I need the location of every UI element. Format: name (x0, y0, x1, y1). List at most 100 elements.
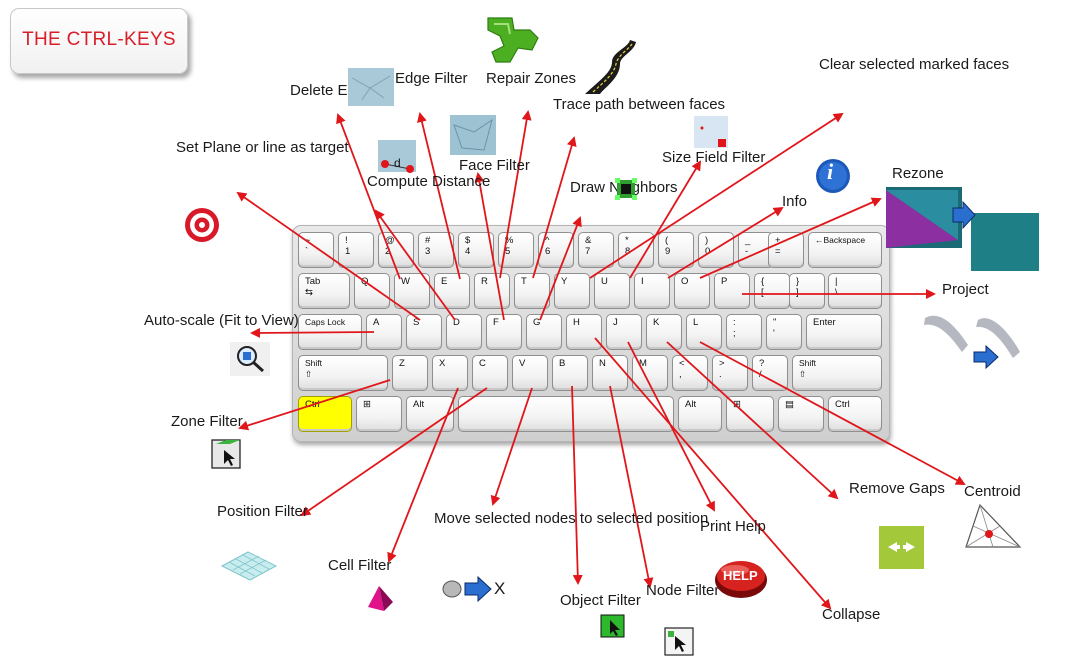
arrow-1 (417, 112, 461, 280)
key-row1-13: ←Backspace (808, 232, 882, 268)
object-filter-icon (600, 614, 625, 638)
label-trace-path: Trace path between faces (553, 96, 726, 113)
info-icon-text: i (827, 159, 834, 184)
key-row2-3: E (434, 273, 470, 309)
arrow-13 (250, 327, 375, 338)
label-repair-zones: Repair Zones (486, 70, 577, 87)
key-row1-10: ) 0 (698, 232, 734, 268)
title-box: THE CTRL-KEYS (10, 8, 188, 74)
key-row3-11: " ' (766, 314, 802, 350)
label-cell-filter: Cell Filter (328, 557, 392, 574)
arrow-3 (532, 136, 577, 279)
key-row2-0: Tab ⇆ (298, 273, 350, 309)
key-row5-5: ⊞ (726, 396, 774, 432)
key-row5-2: Alt (406, 396, 454, 432)
arrow-7 (474, 172, 505, 321)
arrow-18 (571, 385, 583, 585)
label-size-field-filter: Size Field Filter (662, 149, 766, 166)
key-row1-12: + = (768, 232, 804, 268)
key-row1-4: $ 4 (458, 232, 494, 268)
arrow-22 (699, 341, 966, 485)
node-filter-icon (664, 627, 694, 656)
zone-filter-icon (211, 439, 241, 469)
key-row3-8: K (646, 314, 682, 350)
compute-distance-icon-text: d (394, 156, 401, 170)
label-position-filter: Position Filter (217, 503, 308, 520)
key-row1-1: ! 1 (338, 232, 374, 268)
key-row4-2: X (432, 355, 468, 391)
size-field-icon (694, 116, 728, 148)
key-row2-9: O (674, 273, 710, 309)
key-row1-0: ~ ` (298, 232, 334, 268)
key-row3-10: : ; (726, 314, 762, 350)
arrow-14 (238, 379, 391, 431)
key-row5-3 (458, 396, 674, 432)
arrow-10 (667, 206, 784, 279)
key-row3-3: D (446, 314, 482, 350)
key-row1-9: ( 9 (658, 232, 694, 268)
key-row1-7: & 7 (578, 232, 614, 268)
label-project: Project (942, 281, 989, 298)
wrench-icon (487, 17, 539, 63)
remove-gaps-icon (879, 526, 924, 569)
label-print-help: Print Help (700, 518, 766, 535)
magnifier-icon (230, 342, 270, 376)
arrow-23 (594, 337, 832, 610)
arrow-17 (490, 387, 533, 506)
key-row3-5: G (526, 314, 562, 350)
key-row3-6: H (566, 314, 602, 350)
label-collapse: Collapse (822, 606, 881, 623)
compute-distance-icon (378, 140, 416, 173)
edge-filter-icon (348, 68, 394, 106)
key-row2-13: | \ (828, 273, 882, 309)
key-row2-8: I (634, 273, 670, 309)
draw-neighbors-icon (615, 178, 637, 200)
label-zone-filter: Zone Filter (171, 413, 243, 430)
arrow-9 (629, 160, 702, 279)
label-set-plane: Set Plane or line as target (176, 139, 349, 156)
arrow-5 (236, 191, 421, 321)
arrow-0 (336, 113, 401, 280)
key-row5-6: ▤ (778, 396, 824, 432)
arrow-19 (609, 385, 654, 588)
label-clear-faces: Clear selected marked faces (819, 56, 1010, 73)
key-row3-7: J (606, 314, 642, 350)
key-row4-5: B (552, 355, 588, 391)
key-row4-11: Shift ⇧ (792, 355, 882, 391)
arrow-4 (589, 112, 844, 279)
centroid-icon (965, 503, 1022, 548)
help-icon-text: HELP (723, 568, 758, 583)
key-row3-2: S (406, 314, 442, 350)
rezone-icon (886, 187, 1039, 271)
help-icon (715, 561, 767, 598)
label-face-filter: Face Filter (459, 157, 530, 174)
move-nodes-icon (442, 575, 492, 603)
arrow-21 (666, 341, 839, 500)
arrow-16 (387, 387, 459, 563)
key-row4-4: V (512, 355, 548, 391)
label-node-filter: Node Filter (646, 582, 720, 599)
face-filter-icon (450, 115, 496, 155)
cell-filter-icon (368, 586, 393, 611)
key-row1-5: % 5 (498, 232, 534, 268)
label-object-filter: Object Filter (560, 592, 641, 609)
arrow-6 (374, 209, 456, 321)
arrow-15 (300, 387, 488, 517)
label-remove-gaps: Remove Gaps (849, 480, 945, 497)
label-centroid: Centroid (964, 483, 1021, 500)
key-row2-10: P (714, 273, 750, 309)
arrow-2 (499, 110, 532, 279)
key-row2-5: T (514, 273, 550, 309)
label-compute-distance: Compute Distance (367, 173, 491, 190)
key-row5-1: ⊞ (356, 396, 402, 432)
key-row2-11: { [ (754, 273, 790, 309)
key-row4-9: > . (712, 355, 748, 391)
key-row2-6: Y (554, 273, 590, 309)
key-row2-12: } ] (789, 273, 825, 309)
key-row4-6: N (592, 355, 628, 391)
label-auto-scale: Auto-scale (Fit to View) (144, 312, 299, 329)
key-row4-3: C (472, 355, 508, 391)
label-move-nodes: Move selected nodes to selected position (434, 510, 709, 527)
